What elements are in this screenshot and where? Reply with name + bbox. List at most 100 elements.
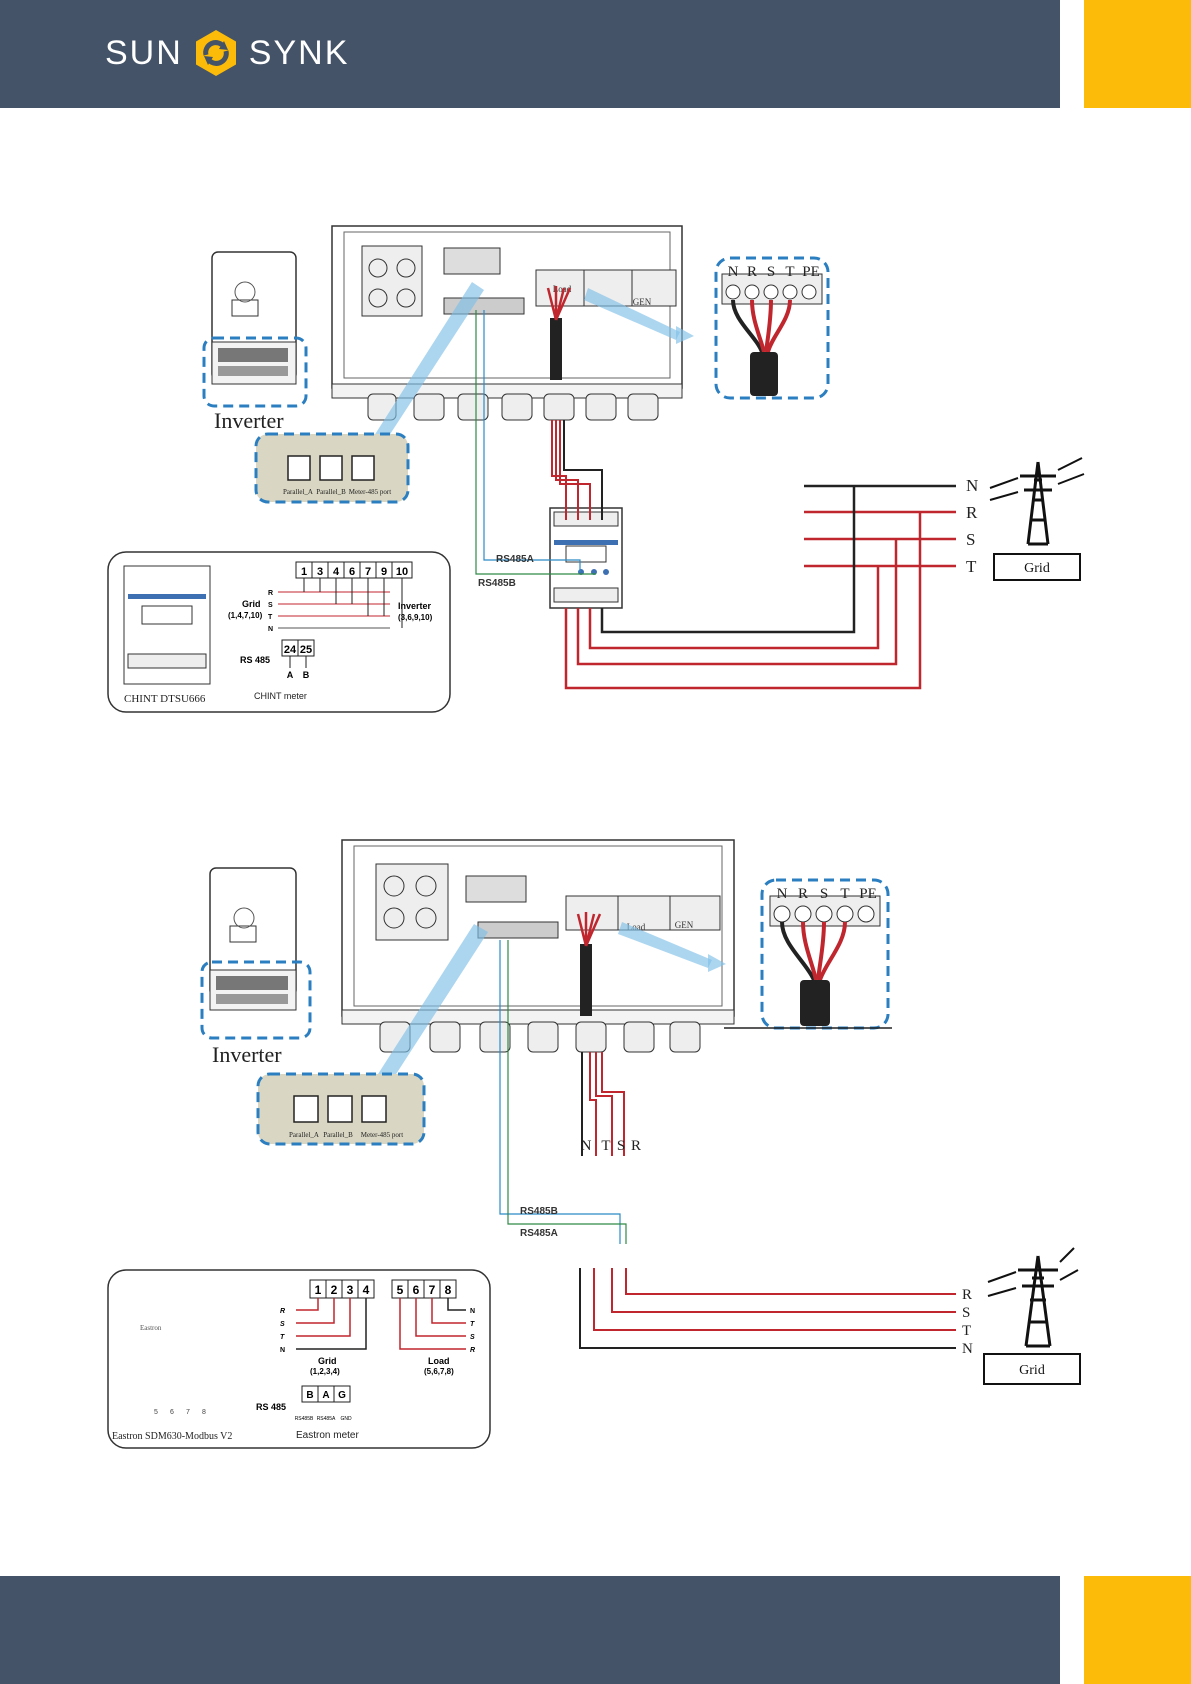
chint-inverter-label: Inverter — [398, 601, 432, 611]
chint-rs485-label: RS 485 — [240, 655, 270, 665]
eastron-meter-info-box: Eastron 5 6 7 8 Eastron SDM630-Modbus V2… — [107, 1269, 491, 1449]
eastron-bottom-6: 6 — [170, 1409, 174, 1416]
meter-port-callout: Parallel_A Parallel_B Meter-485 port — [254, 432, 410, 504]
cable-label-t: T — [601, 1138, 610, 1154]
grid2-line-s: S — [962, 1305, 970, 1321]
eastron-load-term-7: 7 — [429, 1283, 436, 1297]
chint-meter-device — [549, 507, 623, 609]
chint-model-label: CHINT DTSU666 — [124, 693, 206, 705]
inverter-label-2: Inverter — [212, 1042, 282, 1067]
cable-label-s: S — [617, 1138, 625, 1154]
eastron-rs-term-g: G — [338, 1390, 346, 1401]
grid-label-2: Grid — [1019, 1363, 1045, 1378]
header-accent-block — [1084, 0, 1191, 108]
brand-text-left: SUN — [105, 33, 183, 72]
chint-rs-letter-b: B — [303, 670, 310, 680]
port-parallel-a: Parallel_A — [283, 488, 313, 496]
brand-logo: SUN SYNK — [105, 28, 349, 78]
chint-term-4: 4 — [333, 566, 340, 578]
chint-rs-term-25: 25 — [300, 644, 312, 656]
eastron-left-row-r: R — [280, 1308, 285, 1315]
chint-row-r: R — [268, 590, 273, 597]
inverter-thumbnail-2 — [200, 867, 312, 1040]
port-parallel-b: Parallel_B — [316, 488, 346, 496]
grid-line-n: N — [966, 476, 978, 495]
grid-pylon-icon-2: Grid — [983, 1247, 1081, 1385]
eastron-rs-term-b: B — [306, 1390, 313, 1401]
chint-rs-term-24: 24 — [284, 644, 297, 656]
eastron-left-row-n: N — [280, 1347, 285, 1354]
chint-term-6: 6 — [349, 566, 355, 578]
rs485a-label: RS485A — [496, 554, 534, 565]
chint-term-7: 7 — [365, 566, 371, 578]
eastron-rs-sub-g: GND — [340, 1416, 352, 1422]
inverter-inner-load: Load — [553, 284, 572, 294]
chint-row-s: S — [268, 602, 273, 609]
terminal-zoom-callout-2: N R S T PE — [724, 878, 892, 1030]
eastron-load-term-5: 5 — [397, 1283, 404, 1297]
eastron-rs-sub-b: RS485B — [295, 1416, 314, 1422]
inverter-panel-2: Load GEN — [341, 839, 735, 1053]
eastron-load-term-6: 6 — [413, 1283, 420, 1297]
eastron-rs485-label: RS 485 — [256, 1402, 286, 1412]
inverter-label: Inverter — [214, 408, 284, 433]
footer-bar — [0, 1576, 1060, 1684]
grid2-line-t: T — [962, 1323, 971, 1339]
eastron-grid-term-4: 4 — [363, 1283, 370, 1297]
chint-row-n: N — [268, 626, 273, 633]
chint-inverter-terms: (3,6,9,10) — [398, 613, 433, 622]
port2-meter-485: Meter-485 port — [361, 1131, 403, 1139]
eastron-grid-term-1: 1 — [315, 1283, 322, 1297]
chint-caption: CHINT meter — [254, 691, 307, 701]
eastron-load-terms: (5,6,7,8) — [424, 1367, 454, 1376]
eastron-model-label: Eastron SDM630-Modbus V2 — [112, 1431, 232, 1442]
eastron-rs-sub-a: RS485A — [317, 1416, 336, 1422]
chint-row-t: T — [268, 614, 273, 621]
eastron-grid-terms: (1,2,3,4) — [310, 1367, 340, 1376]
eastron-right-row-s: S — [470, 1334, 475, 1341]
term2-header-n: N — [777, 886, 788, 902]
chint-grid-label: Grid — [242, 599, 261, 609]
cable-label-r: R — [631, 1138, 641, 1154]
term2-header-s: S — [820, 886, 828, 902]
term2-header-pe: PE — [859, 886, 877, 902]
eastron-grid-term-2: 2 — [331, 1283, 338, 1297]
inverter-panel: Load GEN — [331, 225, 683, 421]
grid-line-s: S — [966, 530, 975, 549]
eastron-grid-label: Grid — [318, 1356, 337, 1366]
footer-accent-block — [1084, 1576, 1191, 1684]
chint-term-3: 3 — [317, 566, 323, 578]
term-header-n: N — [728, 264, 739, 280]
eastron-bottom-8: 8 — [202, 1409, 206, 1416]
eastron-load-label: Load — [428, 1356, 450, 1366]
meter-port-callout-2: Parallel_A Parallel_B Meter-485 port — [256, 1072, 426, 1146]
grid-line-r: R — [966, 503, 978, 522]
chint-term-9: 9 — [381, 566, 387, 578]
grid-line-t: T — [966, 557, 977, 576]
eastron-grid-term-3: 3 — [347, 1283, 354, 1297]
diagram-2: Inverter Load GEN — [107, 839, 1081, 1449]
term-header-pe: PE — [802, 264, 820, 280]
inverter2-inner-load: Load — [627, 922, 646, 932]
eastron-left-row-t: T — [280, 1334, 285, 1341]
terminal-zoom-callout: N R S T PE — [714, 256, 830, 400]
port-meter-485: Meter-485 port — [349, 488, 391, 496]
term2-header-r: R — [798, 886, 808, 902]
grid-label: Grid — [1024, 561, 1050, 576]
grid-pylon-icon: Grid — [989, 457, 1085, 581]
term-header-s: S — [767, 264, 775, 280]
rs485b-label: RS485B — [478, 578, 516, 589]
chint-rs-letter-a: A — [287, 670, 294, 680]
cable-label-n: N — [581, 1138, 592, 1154]
eastron-bottom-5: 5 — [154, 1409, 158, 1416]
inverter2-inner-gen: GEN — [675, 920, 694, 930]
chint-grid-terms: (1,4,7,10) — [228, 611, 263, 620]
chint-term-1: 1 — [301, 566, 307, 578]
eastron-left-row-s: S — [280, 1321, 285, 1328]
eastron-load-term-8: 8 — [445, 1283, 452, 1297]
inverter-thumbnail — [202, 251, 308, 408]
eastron-rs-term-a: A — [322, 1390, 329, 1401]
eastron-caption: Eastron meter — [296, 1430, 359, 1441]
term-header-t: T — [785, 264, 794, 280]
